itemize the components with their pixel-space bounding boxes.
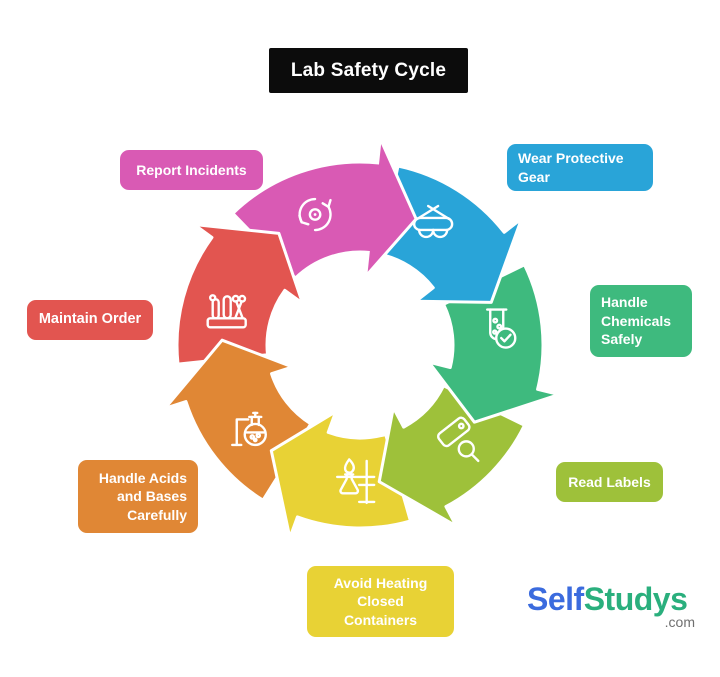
brand-studys-text: Studys bbox=[583, 581, 688, 617]
cycle-arrow-wear-protective-gear bbox=[377, 164, 524, 304]
label-read-labels: Read Labels bbox=[556, 462, 663, 502]
label-maintain-order: Maintain Order bbox=[27, 300, 153, 340]
cycle-arrow-maintain-order bbox=[175, 223, 305, 366]
cycle-arrow-avoid-heating-closed-containers bbox=[269, 410, 412, 540]
label-avoid-heating-closed-containers: Avoid Heating Closed Containers bbox=[307, 566, 454, 637]
cycle-arrow-read-labels bbox=[377, 384, 526, 528]
selfstudys-logo: SelfStudys .com bbox=[527, 581, 699, 631]
brand-self-text: Self bbox=[527, 581, 584, 617]
label-wear-protective-gear: Wear Protective Gear bbox=[507, 144, 653, 191]
selfstudys-wordmark: SelfStudys bbox=[527, 581, 699, 617]
cycle-arrow-handle-chemicals-safely bbox=[427, 263, 561, 424]
cycle-arrowhead-report-incidents bbox=[367, 141, 417, 275]
label-handle-chemicals-safely: Handle Chemicals Safely bbox=[590, 285, 692, 357]
label-report-incidents: Report Incidents bbox=[120, 150, 263, 190]
page-title: Lab Safety Cycle bbox=[269, 48, 468, 93]
label-handle-acids-and-bases-carefully: Handle Acids and Bases Carefully bbox=[78, 460, 198, 533]
brand-tld-text: .com bbox=[664, 614, 695, 631]
